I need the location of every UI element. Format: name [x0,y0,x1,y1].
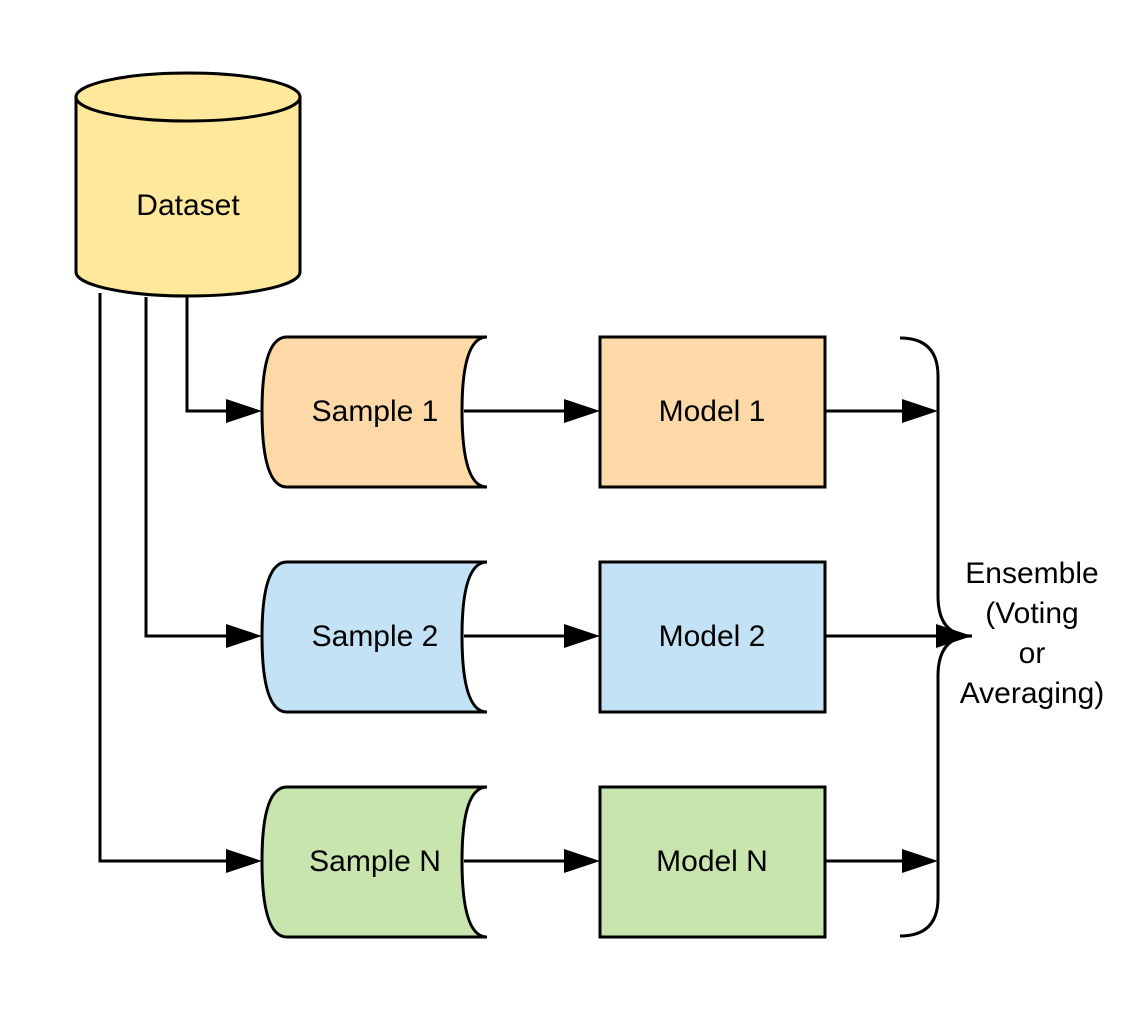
connector-dataset-to-sample-1 [185,297,232,413]
arrowhead-sample-2 [226,624,262,648]
model-1-box [598,335,827,489]
dataset-cylinder: Dataset [74,71,302,298]
model-2-label: Model 2 [659,620,766,653]
dataset-label: Dataset [136,189,240,222]
arrowhead-model-1 [564,399,600,423]
arrowhead-sample-1 [226,399,262,423]
arrowhead-ensemble-1 [902,399,938,423]
dataset-cylinder-body [74,95,302,298]
row-2: Sample 2 Model 2 [260,560,972,714]
ensemble-brace [899,336,973,938]
row-n: Sample N Model N [260,785,938,939]
arrowhead-sample-n [226,849,262,873]
arrowhead-ensemble-n [902,849,938,873]
ensemble-label-line-2: (Voting [985,597,1078,630]
sample-1-label: Sample 1 [312,395,439,428]
arrowhead-model-2 [564,624,600,648]
sample-1-shape [260,335,488,489]
dataset-connectors [98,293,262,873]
ensemble-label: Ensemble (Voting or Averaging) [960,557,1105,710]
arrowhead-ensemble-2 [936,624,972,648]
model-2-box [598,560,827,714]
ensemble-label-line-3: or [1019,637,1046,670]
model-1-label: Model 1 [659,395,766,428]
row-1: Sample 1 Model 1 [260,335,938,489]
connector-dataset-to-sample-2 [144,297,232,638]
dataset-cylinder-top [74,71,302,123]
sample-2-label: Sample 2 [312,620,439,653]
connector-dataset-to-sample-n [98,293,232,863]
model-n-label: Model N [656,845,768,878]
sample-n-label: Sample N [309,845,441,878]
arrowhead-model-n [564,849,600,873]
sample-n-shape [260,785,488,939]
ensemble-label-line-4: Averaging) [960,677,1105,710]
sample-2-shape [260,560,488,714]
ensemble-label-line-1: Ensemble [965,557,1098,590]
